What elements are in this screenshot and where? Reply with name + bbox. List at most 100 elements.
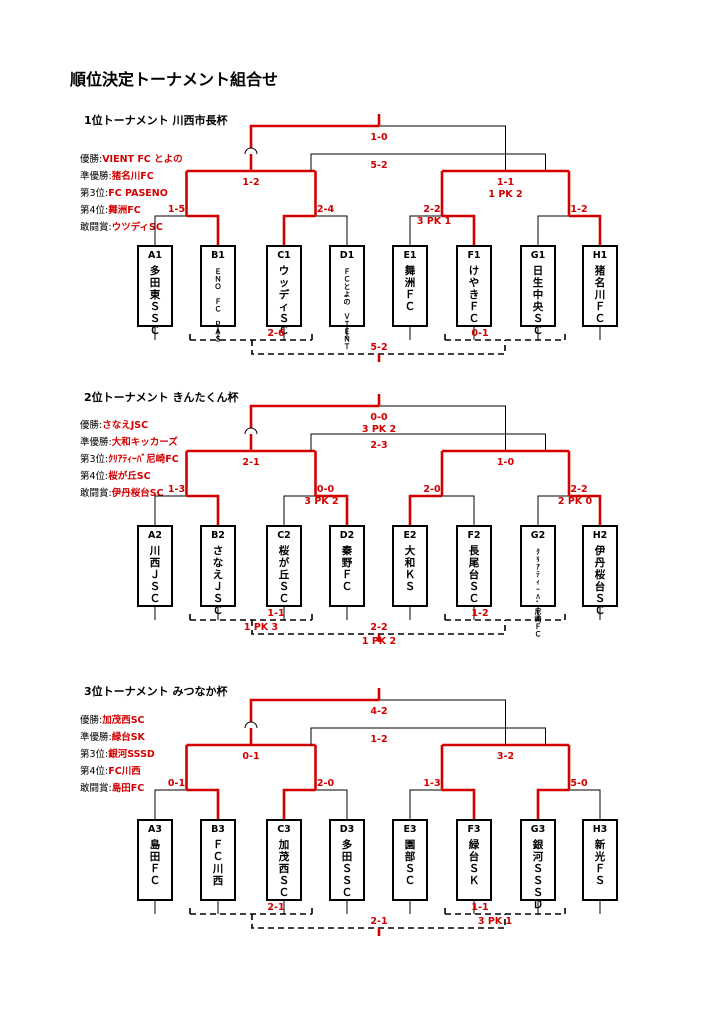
team-code: A1 xyxy=(148,250,162,261)
team-name-char: 多 xyxy=(342,838,353,851)
team-name-char: と xyxy=(344,283,351,291)
line-crossing xyxy=(244,721,258,729)
team-name-char: Ｓ xyxy=(469,581,480,593)
team-box-C2 xyxy=(266,525,302,607)
team-name-char: Ｓ xyxy=(279,313,290,325)
third-place-line xyxy=(310,153,546,171)
team-name-char: Ｆ xyxy=(342,569,353,581)
team-code: B1 xyxy=(211,250,225,261)
team-name-char: Ｓ xyxy=(279,581,290,593)
bracket-line xyxy=(282,788,316,820)
final-left-line xyxy=(249,404,379,451)
score-cons_left: 1-1 xyxy=(267,608,284,619)
team-name-char: デ xyxy=(279,288,290,301)
team-name-char: Ｉ xyxy=(344,320,351,329)
team-name-char: 西 xyxy=(150,557,161,569)
team-code: H1 xyxy=(593,250,608,261)
score-r1_cd: 2-4 xyxy=(317,204,335,215)
tournament-3-results: 優勝:加茂西SC 準優勝:緑台SK 第3位:銀河SSSD 第4位:FC川西 敢闘… xyxy=(80,712,155,797)
team-name-char: Ｆ xyxy=(405,289,416,301)
team-name-char: 新 xyxy=(595,838,606,851)
team-name-char: Ｆ xyxy=(469,301,480,313)
score-cons_right: 1-2 xyxy=(471,608,488,619)
team-name-char: Ｓ xyxy=(279,875,290,887)
tournament-1-title: 1位トーナメント 川西市長杯 xyxy=(84,114,228,127)
score-cons-final: 2-1 xyxy=(370,916,387,927)
bracket-line xyxy=(537,215,569,246)
team-box-A1 xyxy=(137,245,173,327)
result-fighting-spirit: 敢闘賞:伊丹桜台SC xyxy=(80,488,164,499)
team-name-char: 中 xyxy=(533,288,544,301)
team-name-char: Ｊ xyxy=(213,581,224,593)
team-name-char: ウ xyxy=(279,265,290,277)
team-name-char: Ｃ xyxy=(469,313,480,325)
team-name-char: 日 xyxy=(533,265,544,277)
score-semi-right: 1-0 xyxy=(497,457,515,468)
team-name-char: Ｓ xyxy=(342,875,353,887)
team-name-char: Ｓ xyxy=(405,581,416,593)
result-fighting-spirit: 敢闘賞:島田FC xyxy=(80,783,145,794)
team-box-D3 xyxy=(329,819,365,901)
bracket-line xyxy=(569,789,601,820)
score-cons_left: 2-1 xyxy=(267,902,284,913)
team-code: D1 xyxy=(340,250,355,261)
team-code: C3 xyxy=(277,824,291,835)
score-final: 0-0 xyxy=(370,412,388,423)
team-name-char: Ｓ xyxy=(150,313,161,325)
score-r1_gh: 5-0 xyxy=(570,778,588,789)
team-code: F2 xyxy=(467,530,480,541)
score-r1_ab: 1-3 xyxy=(168,484,185,495)
team-name-char: 舞 xyxy=(404,264,416,277)
score-r1_ef: 1-3 xyxy=(423,778,440,789)
team-name-char: ﾞ xyxy=(535,600,540,609)
team-name-char: Ｓ xyxy=(533,875,544,887)
bracket-line xyxy=(537,495,569,526)
team-code: D3 xyxy=(340,824,355,835)
team-name-char: ﾘ xyxy=(536,556,540,564)
team-name-char: 洲 xyxy=(405,277,416,289)
team-name-char: 野 xyxy=(342,557,353,569)
team-name-char: け xyxy=(469,265,480,277)
team-name-char: 部 xyxy=(405,850,416,863)
team-code: E1 xyxy=(403,250,416,261)
team-name-char: Ｃ xyxy=(342,581,353,593)
score-cons_right: 1-1 xyxy=(471,902,488,913)
team-name-char: Ｓ xyxy=(150,301,161,313)
team-name-char: Ｆ xyxy=(595,863,606,875)
final-left-line xyxy=(249,698,379,745)
team-name-char: 生 xyxy=(533,276,544,289)
team-name-char: 丹 xyxy=(595,557,606,569)
team-name-char: 名 xyxy=(595,276,606,289)
team-name-char: 丘 xyxy=(279,569,290,581)
line-crossing xyxy=(244,427,258,435)
team-name-char: 緑 xyxy=(469,838,480,851)
team-box-B1 xyxy=(200,245,236,327)
team-box-H3 xyxy=(582,819,618,901)
final-right-line xyxy=(379,699,506,745)
third-place-line xyxy=(310,433,546,451)
score-r1_cd-pk: 3 PK 2 xyxy=(304,496,338,507)
team-name-char: Ｃ xyxy=(150,875,161,887)
score-semi-right-pk: 1 PK 2 xyxy=(488,189,522,200)
team-name-char: 大 xyxy=(405,544,416,557)
team-code: B3 xyxy=(211,824,225,835)
team-name-char: 台 xyxy=(595,580,606,593)
team-name-char: Ｋ xyxy=(469,875,480,887)
score-cons_right: 0-1 xyxy=(471,328,488,339)
result-runner-up: 準優勝:大和キッカーズ xyxy=(80,437,178,448)
result-winner: 優勝:VIENT FC とよの xyxy=(80,154,183,165)
team-code: B2 xyxy=(211,530,225,541)
team-name-char: 田 xyxy=(150,851,161,863)
team-code: F3 xyxy=(467,824,480,835)
team-name-char: 多 xyxy=(150,264,161,277)
team-name-char: 加 xyxy=(278,838,290,851)
team-box-H2 xyxy=(582,525,618,607)
bracket-line xyxy=(154,789,187,820)
team-code: H3 xyxy=(593,824,608,835)
team-box-C1 xyxy=(266,245,302,327)
team-name-char: Ｃ xyxy=(344,275,351,284)
team-box-H1 xyxy=(582,245,618,327)
final-right-line xyxy=(379,125,506,171)
team-name-char: 園 xyxy=(405,839,416,851)
